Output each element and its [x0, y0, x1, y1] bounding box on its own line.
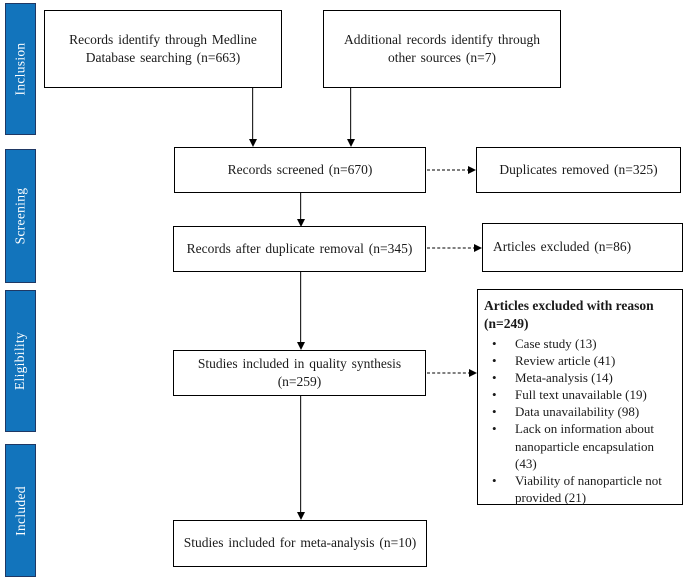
box-duplicates-removed: Duplicates removed (n=325) — [476, 147, 681, 193]
arrow-head-down-icon — [296, 512, 305, 520]
arrow-line — [251, 88, 254, 141]
box-records-screened: Records screened (n=670) — [174, 147, 426, 193]
excluded-reason-item: Viability of nanoparticle not provided (… — [484, 472, 678, 506]
excluded-reason-item: Data unavailability (98) — [484, 403, 678, 420]
excluded-reason-item: Meta-analysis (14) — [484, 369, 678, 386]
arrow-medline-to-screened — [248, 88, 257, 147]
arrow-screened-to-duplicates — [427, 165, 476, 174]
box-additional-records: Additional records identify through othe… — [323, 10, 561, 88]
phase-label-eligibility: Eligibility — [5, 290, 36, 432]
arrow-additional-to-screened — [346, 88, 355, 147]
arrow-line — [299, 272, 302, 344]
box-after-duplicate-removal: Records after duplicate removal (n=345) — [173, 226, 426, 272]
excluded-reason-item: Lack on information about nanoparticle e… — [484, 420, 678, 471]
arrow-quality-to-meta — [296, 396, 305, 520]
arrow-dashed-line — [427, 372, 471, 373]
arrow-dashed-line — [427, 247, 476, 248]
arrow-quality-to-excluded-reason — [427, 368, 477, 377]
arrow-head-down-icon — [346, 139, 355, 147]
phase-label-screening: Screening — [5, 149, 36, 283]
box-meta-analysis: Studies included for meta-analysis (n=10… — [173, 520, 427, 567]
excluded-reason-header: Articles excluded with reason (n=249) — [484, 298, 654, 331]
arrow-head-right-icon — [474, 243, 482, 252]
arrow-head-down-icon — [296, 219, 305, 227]
arrow-line — [299, 193, 302, 221]
arrow-line — [299, 396, 302, 514]
arrow-head-right-icon — [468, 165, 476, 174]
box-articles-excluded-with-reason: Articles excluded with reason (n=249) Ca… — [477, 289, 683, 505]
phase-label-included-text: Included — [12, 485, 28, 536]
excluded-reason-list: Case study (13) Review article (41) Meta… — [484, 335, 678, 507]
phase-label-inclusion: Inclusion — [5, 3, 36, 135]
phase-label-inclusion-text: Inclusion — [12, 42, 28, 96]
arrow-dashed-line — [427, 169, 470, 170]
phase-label-eligibility-text: Eligibility — [12, 331, 28, 391]
excluded-reason-item: Full text unavailable (19) — [484, 386, 678, 403]
arrow-head-down-icon — [296, 342, 305, 350]
arrow-head-right-icon — [469, 368, 477, 377]
arrow-after-duplicate-to-quality — [296, 272, 305, 350]
arrow-line — [349, 88, 352, 141]
excluded-reason-item: Case study (13) — [484, 335, 678, 352]
box-medline-records: Records identify through Medline Databas… — [44, 10, 282, 88]
arrow-head-down-icon — [248, 139, 257, 147]
excluded-reason-item: Review article (41) — [484, 352, 678, 369]
phase-label-screening-text: Screening — [12, 187, 28, 245]
box-quality-synthesis: Studies included in quality synthesis (n… — [173, 350, 426, 396]
box-articles-excluded: Articles excluded (n=86) — [482, 223, 683, 272]
arrow-after-duplicate-to-excluded — [427, 243, 482, 252]
phase-label-included: Included — [5, 444, 36, 577]
arrow-screened-to-after-duplicate — [296, 193, 305, 227]
